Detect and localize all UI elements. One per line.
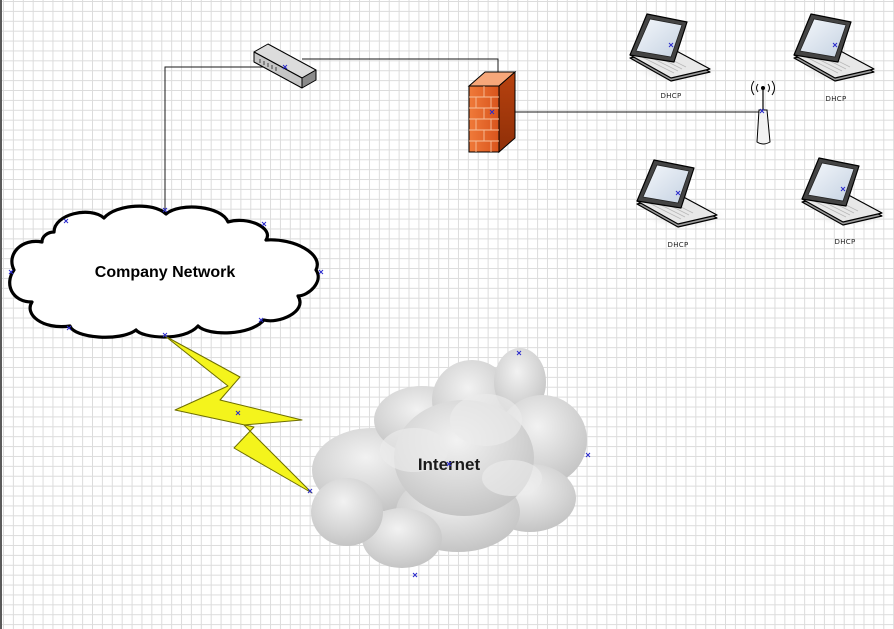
laptop-4-label: DHCP [835,238,856,246]
lightning-link[interactable] [164,335,313,494]
switch[interactable] [253,43,317,89]
laptop-1-label: DHCP [661,92,682,100]
laptop-3[interactable]: DHCP [636,159,726,249]
connection-points [8,42,846,578]
laptop-3-label: DHCP [668,241,689,249]
wireless-access-point[interactable] [751,80,775,145]
laptop-1[interactable]: DHCP [629,13,719,100]
company-network-label: Company Network [95,264,236,281]
laptop-4[interactable]: DHCP [801,157,891,246]
firewall[interactable] [467,70,517,154]
laptop-2[interactable]: DHCP [793,13,883,103]
laptop-2-label: DHCP [826,95,847,103]
link-switch-firewall[interactable] [302,58,499,84]
internet-cloud[interactable]: Internet [311,348,587,568]
link-company-switch[interactable] [164,66,285,210]
company-network-cloud[interactable]: Company Network [8,204,320,339]
